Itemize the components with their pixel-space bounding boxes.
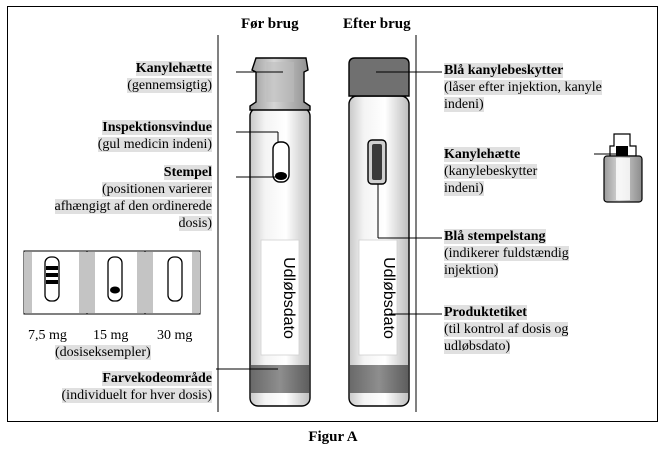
label-blue-plunger-rod: Blå stempelstang (indikerer fuldstændig … [444,228,569,279]
inspection-window [272,141,290,183]
dose-examples-caption: (dosiseksempler) [55,345,151,360]
label-color-code: Farvekodeområde (individuelt for hver do… [61,370,212,404]
plunger-dot [275,172,287,180]
expiry-text-after: Udløbsdato [380,257,397,339]
label-inspection-window-desc: (gul medicin indeni) [97,137,212,152]
dose-30: 30 mg [157,328,193,343]
label-product-label-title: Produktetiket [444,305,527,320]
label-plunger-desc-3: dosis) [178,216,212,231]
blue-needle-shield [348,57,410,97]
dose-examples [23,250,201,315]
label-color-code-desc: (individuelt for hver dosis) [61,388,212,403]
leader-lines [216,71,616,370]
label-blue-needle-shield-title: Blå kanylebeskytter [444,63,564,78]
color-code-band [251,365,309,393]
blue-plunger-rod [372,144,382,180]
label-color-code-title: Farvekodeområde [102,371,212,386]
label-plunger-title: Stempel [163,165,212,180]
label-needle-cap-title: Kanylehætte [135,61,212,76]
label-blue-needle-shield: Blå kanylebeskytter (låser efter injekti… [444,62,602,113]
label-blue-plunger-rod-title: Blå stempelstang [444,229,546,244]
label-needle-cap-right-desc-1: (kanylebeskytter [444,164,538,179]
label-blue-needle-shield-desc-2: indeni) [444,97,484,112]
dose-7-5: 7,5 mg [28,328,67,343]
label-product-label-desc-1: (til kontrol af dosis og [444,322,569,337]
figure-caption: Figur A [308,429,358,445]
product-label-area [358,239,398,356]
heading-after-use: Efter brug [343,16,411,32]
label-inspection-window-title: Inspektionsvindue [102,120,212,135]
label-needle-cap-right-desc-2: indeni) [444,181,484,196]
pen-before-use [249,57,311,407]
label-inspection-window: Inspektionsvindue (gul medicin indeni) [97,119,212,153]
dose-15: 15 mg [93,328,129,343]
needle-cap-detail [603,133,643,203]
label-plunger-desc-1: (positionen varierer [101,182,212,197]
label-blue-plunger-rod-desc-1: (indikerer fuldstændig [444,246,569,261]
label-needle-cap-right-title: Kanylehætte [444,147,521,162]
heading-before-use: Før brug [241,16,299,32]
pen-after-use [348,57,410,407]
label-needle-cap-desc: (gennemsigtig) [127,78,212,93]
expiry-text-before: Udløbsdato [280,257,297,339]
label-product-label-desc-2: udløbsdato) [444,339,511,354]
label-needle-cap-right: Kanylehætte (kanylebeskytter indeni) [444,146,538,197]
label-needle-cap: Kanylehætte (gennemsigtig) [127,60,212,94]
color-code-band-after [350,365,408,393]
expiry-label-area [260,239,300,356]
label-plunger-desc-2: afhængigt af den ordinerede [54,199,212,214]
label-product-label: Produktetiket (til kontrol af dosis og u… [444,304,569,355]
label-blue-plunger-rod-desc-2: injektion) [444,263,499,278]
label-plunger: Stempel (positionen varierer afhængigt a… [54,164,212,232]
figure-frame [7,6,658,422]
label-blue-needle-shield-desc-1: (låser efter injektion, kanyle [444,80,602,95]
